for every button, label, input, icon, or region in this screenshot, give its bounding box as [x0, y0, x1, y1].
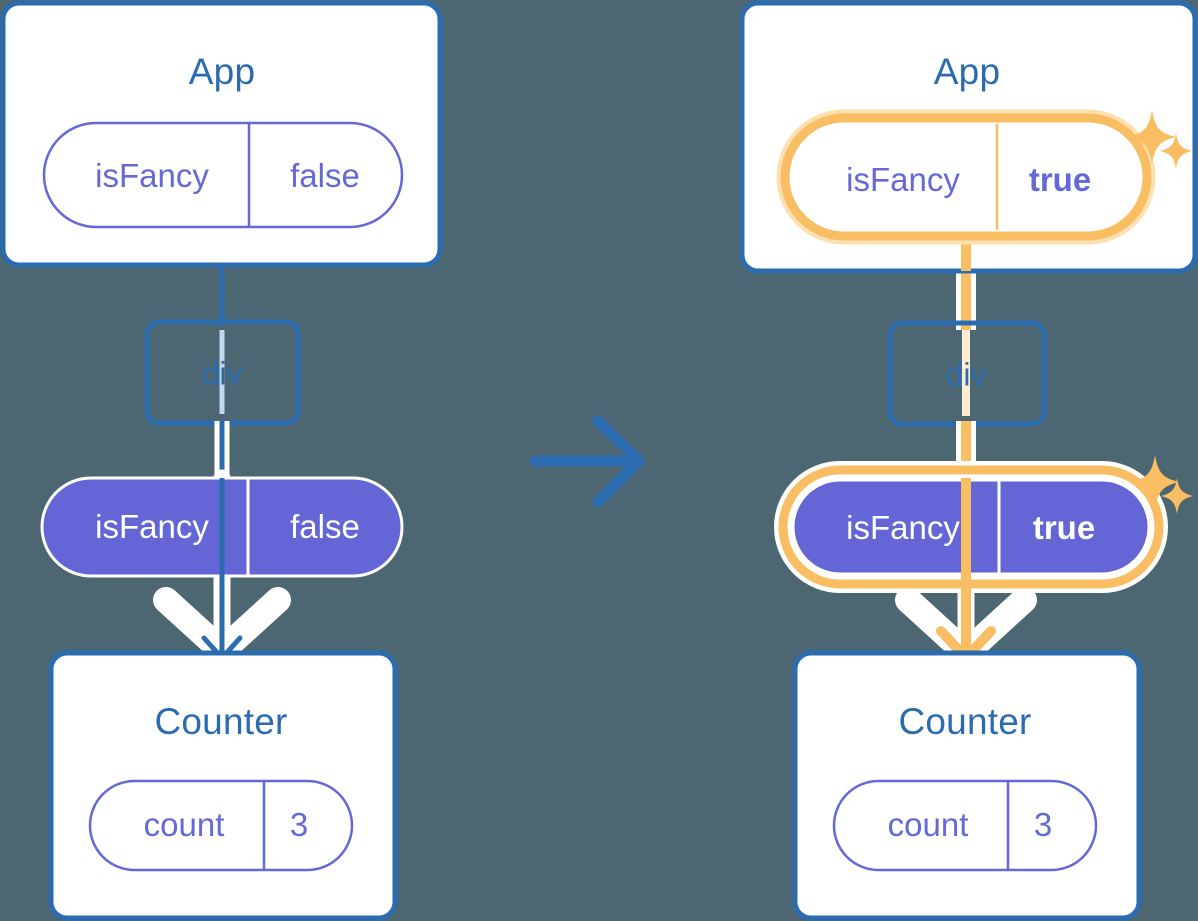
right-counter-pill — [832, 779, 1098, 872]
right-app-pill — [776, 109, 1156, 245]
sparkle-small-app — [1160, 133, 1192, 169]
left-app-pill — [42, 121, 404, 229]
sparkle-large-app — [1128, 110, 1176, 164]
sparkle-small-prop — [1161, 478, 1193, 514]
left-counter-pill-shape — [88, 779, 354, 872]
left-counter-pill — [88, 779, 354, 872]
sparkle-large-prop — [1131, 455, 1179, 509]
right-app-pill-shape — [780, 113, 1152, 241]
right-counter-pill-shape — [832, 779, 1098, 872]
left-app-pill-shape — [42, 121, 404, 229]
arrow-right-icon — [529, 415, 645, 508]
